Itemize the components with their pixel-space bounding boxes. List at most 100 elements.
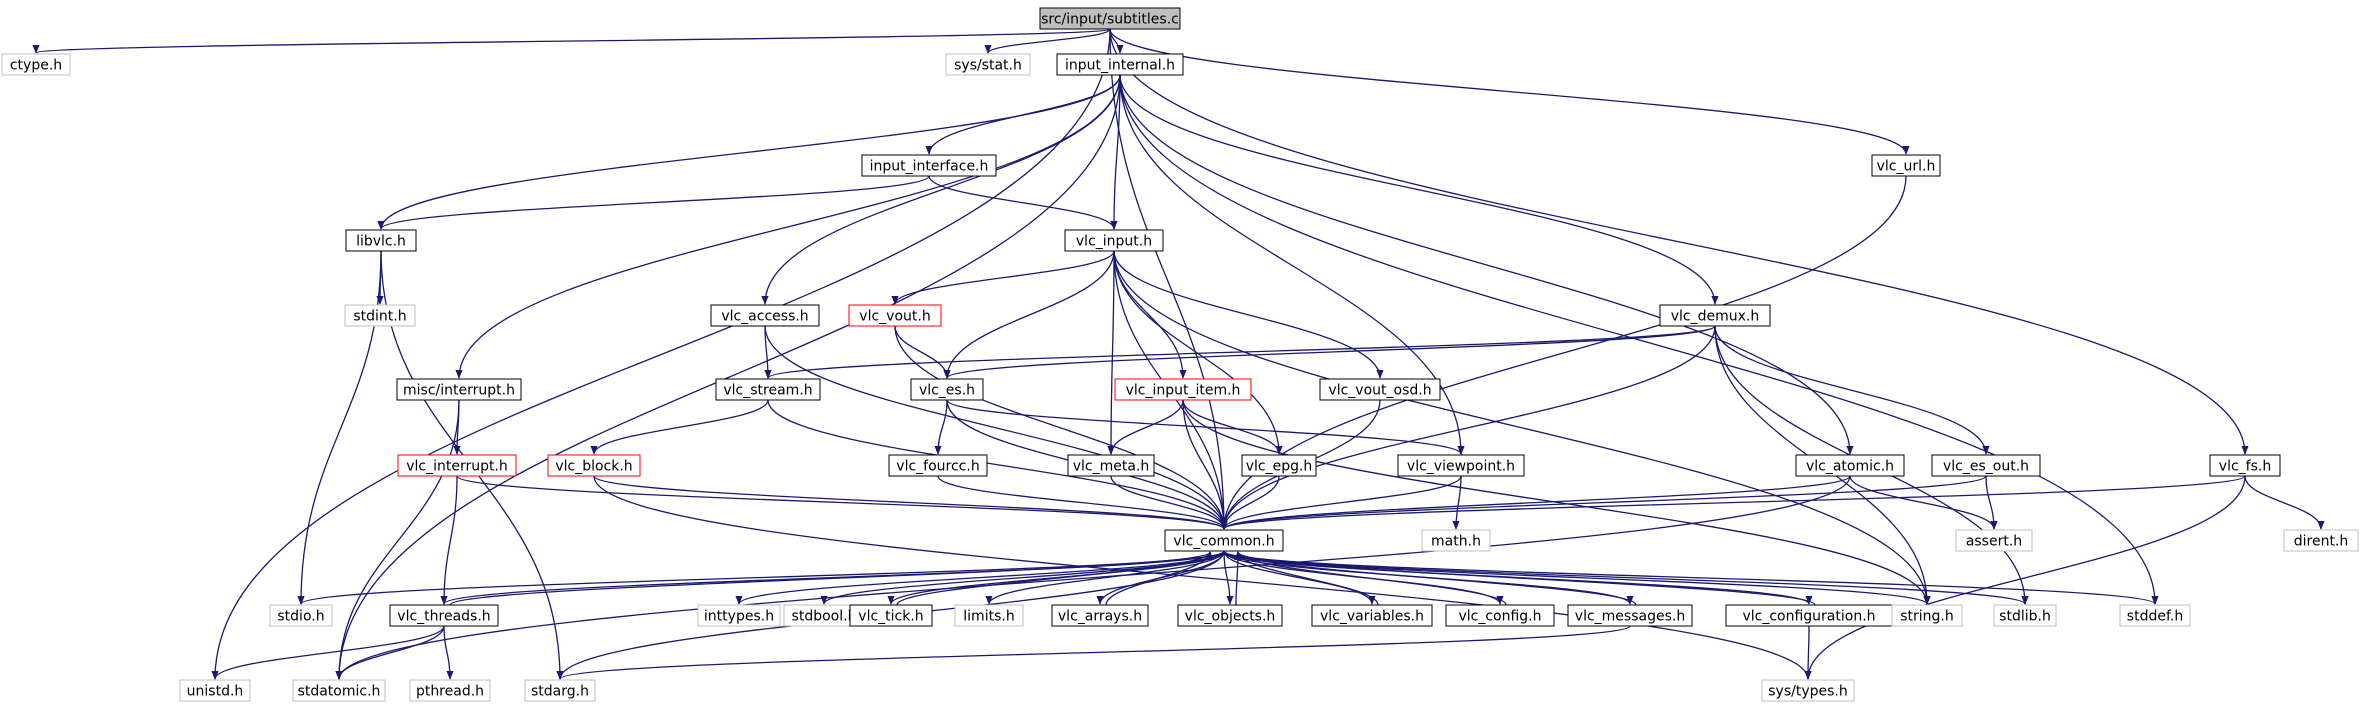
edge-vlc_input-to-vlc_es [943,250,1115,379]
node-box [1993,604,2057,627]
node-vlc-url[interactable]: vlc_url.h [1871,154,1941,177]
node-vlc-stream[interactable]: vlc_stream.h [715,378,821,401]
node-label: vlc_configuration.h [1742,609,1875,625]
node-vlc-fs[interactable]: vlc_fs.h [2209,454,2281,477]
node-box [849,604,933,627]
node-vlc-vout-osd[interactable]: vlc_vout_osd.h [1319,378,1441,401]
node-label: vlc_meta.h [1073,459,1150,475]
node-vlc-viewpoint[interactable]: vlc_viewpoint.h [1397,454,1525,477]
edge-vlc_es_out-to-vlc_common [1220,475,1987,530]
edge-input_interface-to-vlc_input [928,175,1118,230]
node-box [1067,454,1155,477]
node-label: inttypes.h [704,609,774,625]
node-stdlib: stdlib.h [1993,604,2057,627]
node-label: sys/types.h [1768,684,1847,700]
node-label: vlc_interrupt.h [406,459,508,475]
node-vlc-vout[interactable]: vlc_vout.h [848,304,942,327]
node-vlc-interrupt[interactable]: vlc_interrupt.h [397,454,517,477]
node-label: math.h [1431,534,1481,550]
node-box [1659,304,1771,327]
edge-vlc_input-to-vlc_epg [1113,250,1283,455]
node-vlc-input-item[interactable]: vlc_input_item.h [1114,378,1252,401]
node-libvlc[interactable]: libvlc.h [345,229,417,252]
edge-root-to-vlc_url [1109,28,1910,155]
node-input-internal[interactable]: input_internal.h [1056,53,1184,76]
edge-vlc_stream-to-vlc_block [590,399,769,455]
node-label: vlc_es_out.h [1943,459,2029,475]
node-box [1567,604,1693,627]
edge-vlc_common-to-stdbool [820,550,1225,605]
node-box [1056,53,1184,76]
edge-vlc_vout-to-vlc_es [894,325,951,379]
node-label: input_interface.h [870,159,989,175]
edge-vlc_messages-to-stdarg [556,625,1631,680]
node-vlc-input[interactable]: vlc_input.h [1064,229,1164,252]
edge-vlc_block-to-vlc_common [593,475,1228,530]
node-label: assert.h [1966,534,2022,550]
node-box [1891,604,1963,627]
node-box [547,454,641,477]
edge-input_internal-to-libvlc [377,74,1121,230]
node-vlc-messages[interactable]: vlc_messages.h [1567,604,1693,627]
node-label: stdbool.h [792,609,857,625]
edge-input_internal-to-vlc_demux [1119,74,1719,305]
node-vlc-es-out[interactable]: vlc_es_out.h [1931,454,2041,477]
edge-vlc_atomic-to-vlc_common [1220,475,1851,530]
node-label: sys/stat.h [954,58,1022,74]
edge-input_internal-to-misc_interrupt [455,74,1121,379]
node-misc-interrupt[interactable]: misc/interrupt.h [396,378,522,401]
node-box [1051,604,1149,627]
node-box [397,454,517,477]
node-vlc-block[interactable]: vlc_block.h [547,454,641,477]
node-input-interface[interactable]: input_interface.h [861,154,997,177]
edge-vlc_demux-to-vlc_common [1220,325,1716,530]
edge-input_interface-to-libvlc [377,175,930,230]
node-vlc-configuration[interactable]: vlc_configuration.h [1725,604,1893,627]
node-label: vlc_input.h [1076,234,1152,250]
edge-vlc_fs-to-vlc_common [1220,475,2246,530]
node-vlc-es[interactable]: vlc_es.h [910,378,984,401]
edge-vlc_block-to-systypes [593,475,1812,680]
node-label: vlc_demux.h [1671,309,1760,325]
node-vlc-demux[interactable]: vlc_demux.h [1659,304,1771,327]
node-vlc-fourcc[interactable]: vlc_fourcc.h [888,454,988,477]
node-label: dirent.h [2294,534,2349,550]
node-box [396,378,522,401]
edge-vlc_common-to-vlc_variables [1223,550,1376,605]
node-vlc-variables[interactable]: vlc_variables.h [1311,604,1433,627]
edge-vlc_atomic-to-assert [1849,475,1998,530]
node-stdarg: stdarg.h [524,679,596,702]
node-box [409,679,491,702]
node-box [945,53,1031,76]
edge-vlc_common-to-string [1223,550,1931,605]
edge-vlc_configuration-to-systypes [1804,625,1812,680]
edge-vlc_input-to-string [1113,250,1931,605]
node-vlc-arrays[interactable]: vlc_arrays.h [1051,604,1149,627]
node-box [1177,604,1283,627]
edge-vlc_arrays-to-vlc_common [1105,551,1214,606]
node-vlc-meta[interactable]: vlc_meta.h [1067,454,1155,477]
node-vlc-common[interactable]: vlc_common.h [1164,529,1284,552]
node-label: vlc_tick.h [858,609,923,625]
node-limits: limits.h [954,604,1024,627]
edge-vlc_vout-to-vlc_common [894,325,1228,530]
node-vlc-objects[interactable]: vlc_objects.h [1177,604,1283,627]
node-vlc-atomic[interactable]: vlc_atomic.h [1795,454,1905,477]
edge-vlc_demux-to-vlc_stream [764,325,1716,379]
edge-root-to-vlc_fs [1109,28,2249,455]
node-box [1871,154,1941,177]
node-vlc-access[interactable]: vlc_access.h [710,304,820,327]
node-root[interactable]: src/input/subtitles.c [1039,7,1181,30]
node-label: vlc_messages.h [1575,609,1685,625]
node-box [910,378,984,401]
node-vlc-config[interactable]: vlc_config.h [1445,604,1555,627]
node-vlc-tick[interactable]: vlc_tick.h [849,604,933,627]
node-label: stdint.h [353,309,406,325]
edge-vlc_fs-to-dirent [2244,475,2325,530]
edge-root-to-unistd [211,28,1111,680]
node-vlc-epg[interactable]: vlc_epg.h [1241,454,1317,477]
node-stdatomic: stdatomic.h [292,679,386,702]
node-vlc-threads[interactable]: vlc_threads.h [389,604,499,627]
node-label: vlc_input_item.h [1126,383,1241,399]
